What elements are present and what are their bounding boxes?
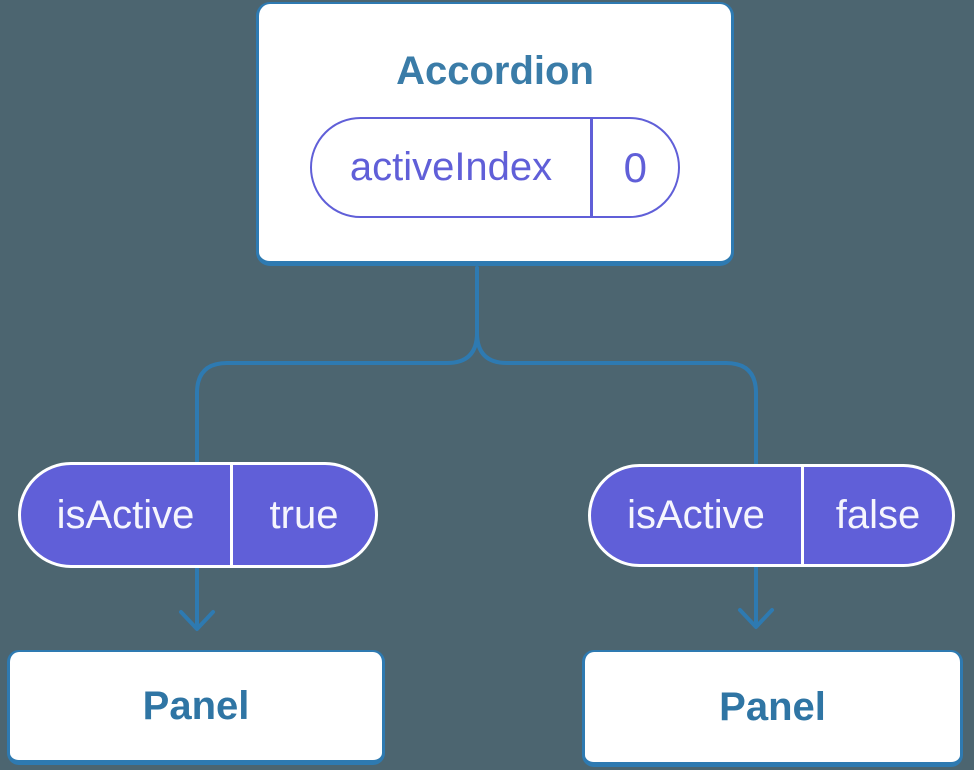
prop-pill-left: isActive true (18, 462, 378, 568)
panel-node-left: Panel (7, 650, 385, 765)
prop-name-left: isActive (56, 492, 195, 537)
connector-left-branch (195, 266, 479, 626)
prop-value-right: false (835, 493, 921, 537)
prop-name-right: isActive (627, 493, 765, 537)
prop-pill-right: isActive false (588, 464, 955, 567)
panel-node-right: Panel (582, 650, 963, 767)
state-value: 0 (623, 143, 647, 191)
connector-right-branch (475, 266, 758, 624)
pill-divider (801, 467, 804, 564)
panel-label-right: Panel (719, 684, 826, 729)
pill-divider (230, 465, 233, 565)
state-pill: activeIndex 0 (310, 117, 680, 218)
pill-divider (590, 119, 593, 216)
accordion-node: Accordion activeIndex 0 (256, 2, 734, 266)
prop-value-left: true (269, 492, 339, 537)
arrowhead-right-icon (738, 608, 774, 629)
accordion-title: Accordion (396, 49, 594, 93)
arrowhead-left-icon (179, 610, 215, 631)
panel-label-left: Panel (142, 683, 250, 728)
state-name: activeIndex (349, 145, 553, 189)
